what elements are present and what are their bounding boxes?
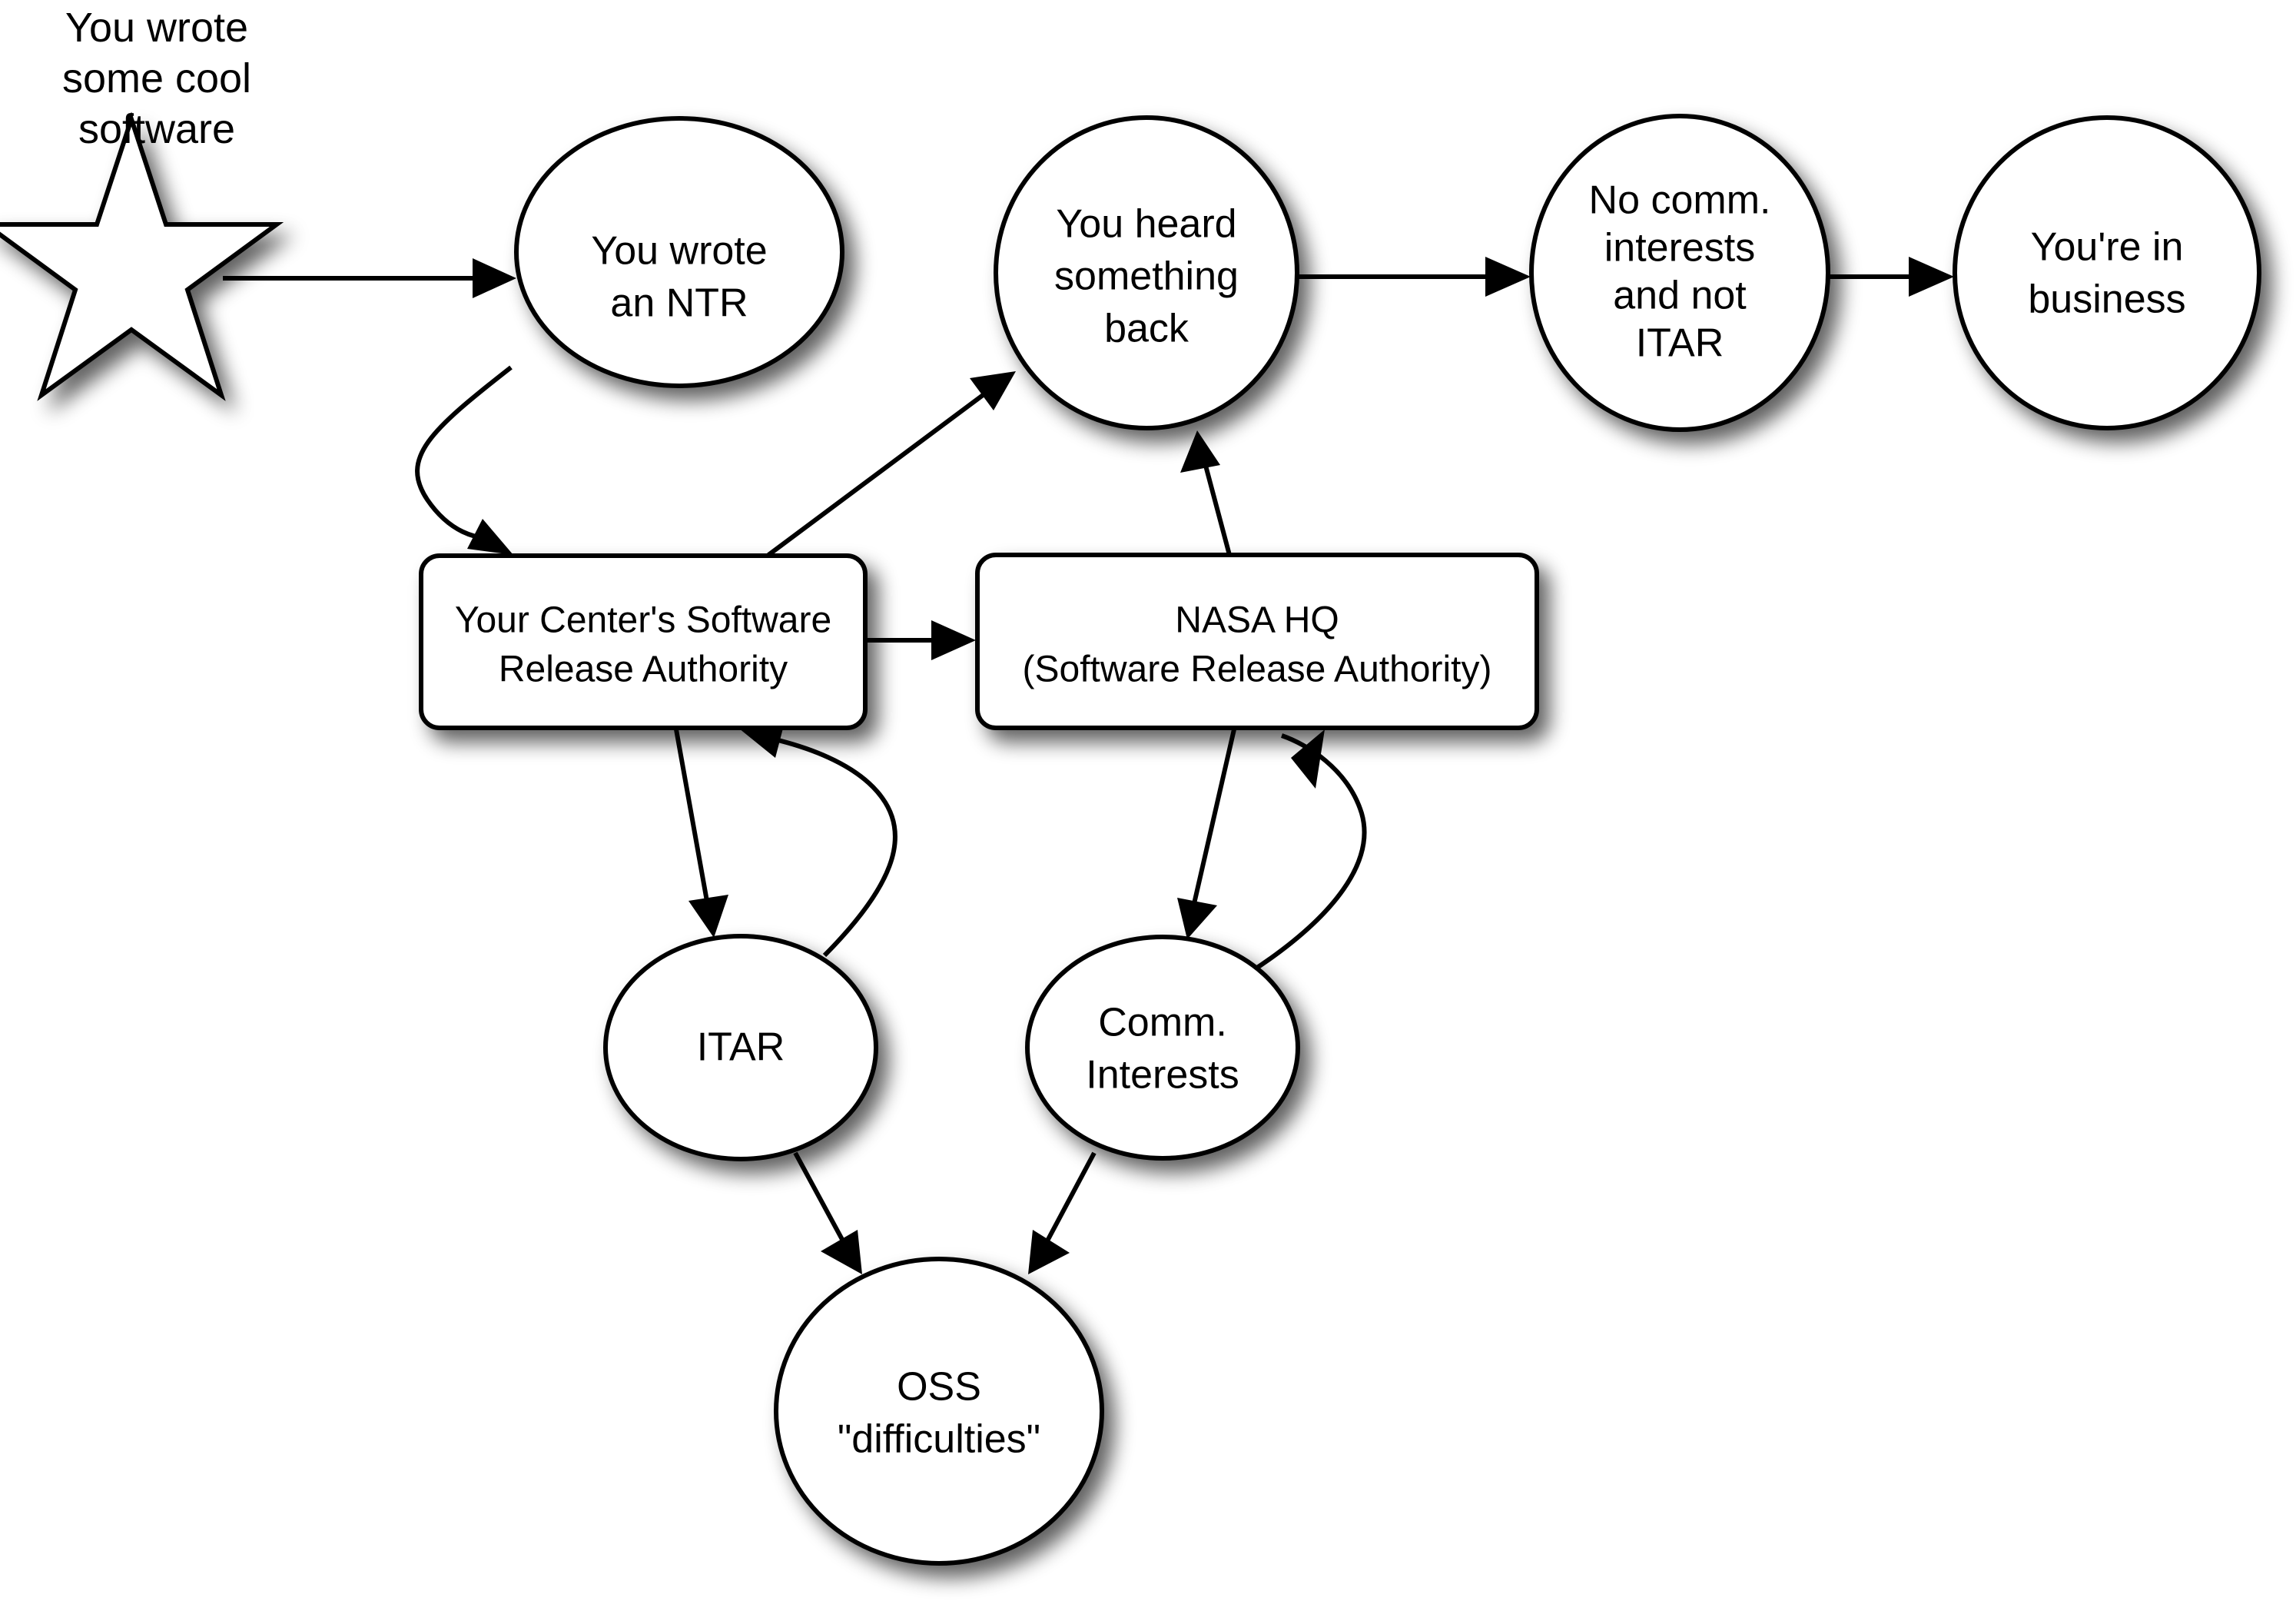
edge-hq-to-heard	[1180, 430, 1232, 556]
node-label-comm-line-0: Comm.	[1098, 1001, 1227, 1045]
node-label-nocomm-line-1: interests	[1604, 226, 1756, 271]
edge-center-to-hq	[865, 620, 976, 660]
edge-comm-to-oss	[1028, 1151, 1097, 1274]
node-label-center-line-0: Your Center's Software	[455, 600, 831, 641]
node-label-heard-line-0: You heard	[1056, 202, 1236, 247]
node-label-heard-line-2: back	[1104, 307, 1189, 351]
node-label-hq-line-1: (Software Release Authority)	[1023, 649, 1492, 690]
node-no-comm-interests-not-itar[interactable]: No comm. interests and not ITAR	[1529, 114, 1830, 432]
node-you-heard-something-back[interactable]: You heard something back	[994, 115, 1299, 430]
edges-layer	[223, 257, 1954, 1274]
node-oss-difficulties[interactable]: OSS "difficulties"	[774, 1257, 1104, 1566]
node-label-business-line-1: business	[2028, 277, 2185, 322]
edge-nocomm-to-business	[1826, 257, 1954, 297]
edge-heard-to-nocomm	[1293, 257, 1531, 297]
node-comm-interests[interactable]: Comm. Interests	[1025, 935, 1300, 1161]
caption-line-0: You wrote	[65, 5, 248, 51]
node-label-business-line-0: You're in	[2031, 225, 2184, 270]
edge-itar-to-oss	[793, 1151, 862, 1274]
node-label-center-line-1: Release Authority	[499, 649, 788, 690]
caption-you-wrote-some-cool-software: You wrote some cool software	[62, 5, 251, 152]
edge-ntr-to-center	[415, 365, 513, 555]
node-label-itar-line-0: ITAR	[697, 1025, 785, 1070]
edge-comm-to-hq	[1251, 729, 1367, 973]
node-label-comm-line-1: Interests	[1086, 1053, 1239, 1098]
node-label-nocomm-line-0: No comm.	[1589, 178, 1771, 223]
node-star-you-wrote-software[interactable]	[0, 111, 284, 401]
edge-center-to-itar	[674, 729, 728, 938]
node-youre-in-business[interactable]: You're in business	[1953, 115, 2261, 430]
node-label-nocomm-line-3: ITAR	[1636, 321, 1724, 366]
caption-line-1: some cool	[62, 55, 251, 101]
node-your-center-software-release-authority[interactable]: Your Center's Software Release Authority	[419, 553, 868, 730]
node-label-hq-line-0: NASA HQ	[1175, 600, 1339, 641]
node-label-heard-line-1: something	[1054, 254, 1239, 299]
node-label-oss-line-1: "difficulties"	[838, 1417, 1040, 1462]
node-label-nocomm-line-2: and not	[1613, 274, 1747, 318]
node-label-ntr-line-1: an NTR	[610, 281, 748, 326]
edge-center-to-heard	[767, 371, 1016, 557]
node-you-wrote-an-ntr[interactable]: You wrote an NTR	[514, 116, 844, 388]
caption-line-2: software	[78, 106, 235, 152]
edge-itar-to-center	[739, 719, 897, 958]
node-label-ntr-line-0: You wrote	[591, 229, 767, 274]
node-label-oss-line-0: OSS	[897, 1365, 981, 1410]
node-nasa-hq-software-release-authority[interactable]: NASA HQ (Software Release Authority)	[975, 553, 1539, 730]
edge-star-to-ntr	[223, 258, 516, 298]
edge-hq-to-comm	[1177, 729, 1236, 939]
node-itar[interactable]: ITAR	[603, 934, 878, 1161]
